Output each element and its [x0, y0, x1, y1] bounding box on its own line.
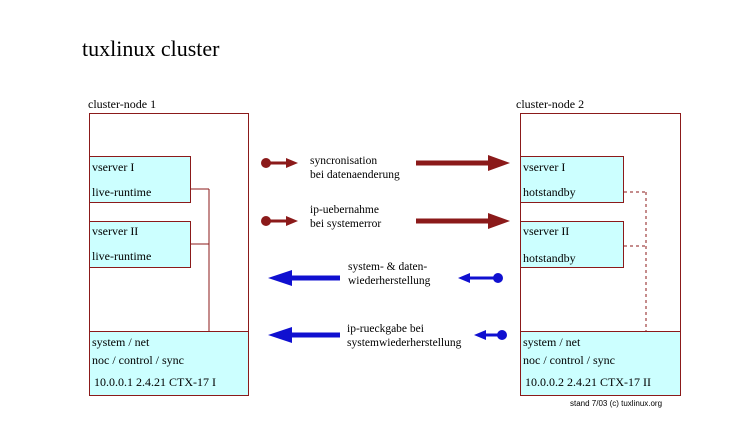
footnote: stand 7/03 (c) tuxlinux.org [570, 399, 663, 408]
sync-big-arrow-icon [416, 155, 510, 171]
sync-message-line1: syncronisation [310, 155, 378, 167]
node2-vserver1-name: vserver I [523, 160, 566, 174]
node2-system-box: system / net noc / control / sync 10.0.0… [520, 331, 681, 396]
node2-system-line2: noc / control / sync [523, 353, 615, 367]
ipback-small-arrow-icon [474, 330, 507, 340]
node1-system-line3: 10.0.0.1 2.4.21 CTX-17 I [94, 375, 216, 389]
node1-system-box: system / net noc / control / sync 10.0.0… [89, 331, 249, 396]
restore-small-arrow-icon [458, 273, 503, 283]
ipback-message-line1: ip-rueckgabe bei [347, 323, 424, 335]
sync-small-arrow-icon [261, 158, 298, 168]
node2-label: cluster-node 2 [516, 97, 585, 111]
sync-message-line2: bei datenaenderung [310, 169, 400, 181]
node1-vserver1-name: vserver I [92, 160, 135, 174]
node1-vserver2-name: vserver II [92, 224, 139, 238]
sync-message: syncronisation bei datenaenderung [310, 154, 400, 182]
ip-message-line1: ip-uebernahme [310, 204, 379, 216]
node1-vserver2-status: live-runtime [92, 249, 152, 263]
ipback-big-arrow-icon [268, 327, 340, 343]
node2-vserver2-status: hotstandby [523, 251, 576, 265]
node2-connector [624, 191, 647, 331]
diagram-title: tuxlinux cluster [82, 36, 220, 61]
ipback-message-line2: systemwiederherstellung [347, 337, 462, 349]
restore-message-line2: wiederherstellung [348, 275, 431, 287]
node1-vserver1-status: live-runtime [92, 185, 152, 199]
node2-vserver2-box: vserver II hotstandby [520, 221, 624, 268]
ip-big-arrow-icon [416, 213, 510, 229]
node2-vserver1-box: vserver I hotstandby [520, 156, 624, 203]
node1-label: cluster-node 1 [88, 97, 157, 111]
node1-connector [191, 188, 210, 331]
node2-system-line1: system / net [523, 335, 581, 349]
restore-message: system- & daten- wiederherstellung [348, 260, 430, 288]
ip-message-line2: bei systemerror [310, 218, 382, 230]
restore-big-arrow-icon [268, 270, 340, 286]
node2-vserver2-name: vserver II [523, 224, 570, 238]
restore-message-line1: system- & daten- [348, 261, 428, 273]
ip-small-arrow-icon [261, 216, 298, 226]
ipback-message: ip-rueckgabe bei systemwiederherstellung [347, 322, 461, 350]
node1-vserver1-box: vserver I live-runtime [89, 156, 191, 203]
node2-system-line3: 10.0.0.2 2.4.21 CTX-17 II [525, 375, 651, 389]
node1-system-line2: noc / control / sync [92, 353, 184, 367]
node1-system-line1: system / net [92, 335, 150, 349]
node2-vserver1-status: hotstandby [523, 185, 576, 199]
node1-vserver2-box: vserver II live-runtime [89, 221, 191, 268]
ip-message: ip-uebernahme bei systemerror [310, 203, 381, 231]
